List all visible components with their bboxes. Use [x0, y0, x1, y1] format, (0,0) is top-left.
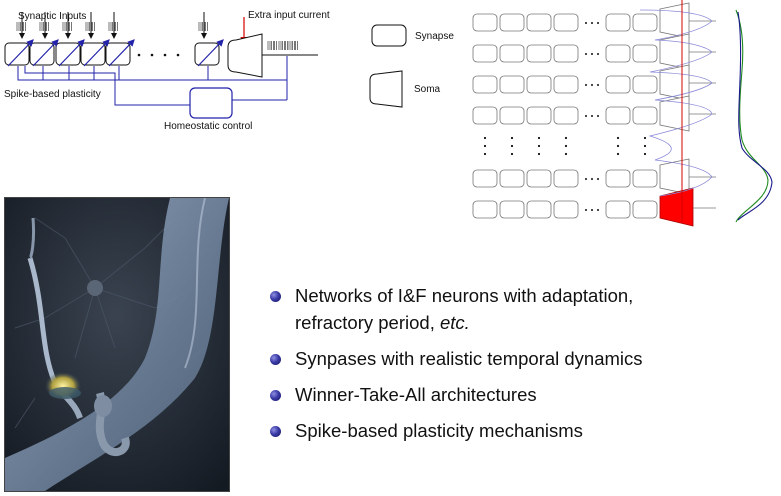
- label-homeostatic: Homeostatic control: [164, 121, 252, 132]
- bullet-dot-icon: [270, 426, 281, 437]
- bullet-item: Spike-based plasticity mechanisms: [270, 417, 775, 444]
- label-synaptic-inputs: Synaptic Inputs: [18, 11, 86, 22]
- bullet-dot-icon: [270, 390, 281, 401]
- legend: Synapse Soma: [369, 24, 454, 108]
- bullet-item: Networks of I&F neurons with adaptation,…: [270, 282, 775, 336]
- synapse-grid: [472, 13, 658, 219]
- bullet-text-line2: refractory period, etc.: [295, 309, 775, 336]
- label-extra-input: Extra input current: [248, 10, 330, 21]
- row-ellipses: [585, 22, 599, 211]
- bullet-dot-icon: [270, 354, 281, 365]
- input-spike-trains: [16, 21, 208, 32]
- bullet-text-line2-prefix: refractory period,: [295, 312, 440, 333]
- homeostatic-box: [189, 87, 233, 119]
- bullet-item: Winner-Take-All architectures: [270, 381, 775, 408]
- legend-soma-shape: [369, 70, 403, 108]
- circuit-schematic: Synaptic Inputs Extra input current Spik…: [4, 10, 330, 132]
- bullet-text-line1: Networks of I&F neurons with adaptation,: [295, 285, 634, 306]
- output-spike-train: [267, 40, 298, 51]
- bullet-text: Synpases with realistic temporal dynamic…: [295, 348, 643, 369]
- plasticity-arrows: [7, 39, 224, 67]
- lateral-activity-trace: [639, 9, 713, 197]
- legend-soma-label: Soma: [414, 84, 441, 95]
- ellipsis-dots: [137, 53, 180, 57]
- input-arrows: [19, 12, 207, 39]
- circuit-synapses: [4, 42, 220, 66]
- label-spike-plasticity: Spike-based plasticity: [4, 89, 101, 100]
- neuron-artwork: [5, 198, 229, 491]
- bullet-dot-icon: [270, 291, 281, 302]
- bullet-text: Spike-based plasticity mechanisms: [295, 420, 583, 441]
- circuit-soma: [227, 33, 263, 78]
- bullet-item: Synpases with realistic temporal dynamic…: [270, 345, 775, 372]
- legend-synapse-label: Synapse: [415, 31, 454, 42]
- column-ellipses: [483, 136, 647, 156]
- legend-synapse-shape: [371, 24, 407, 47]
- network-array[interactable]: [472, 0, 773, 227]
- neuron-illustration: [4, 197, 230, 492]
- bullet-text: Winner-Take-All architectures: [295, 384, 537, 405]
- feature-list: Networks of I&F neurons with adaptation,…: [270, 282, 775, 453]
- winner-soma: [659, 187, 694, 227]
- activity-profile-blue: [737, 11, 773, 221]
- activity-profile-green: [735, 9, 769, 223]
- bullet-text-etc: etc.: [439, 312, 470, 333]
